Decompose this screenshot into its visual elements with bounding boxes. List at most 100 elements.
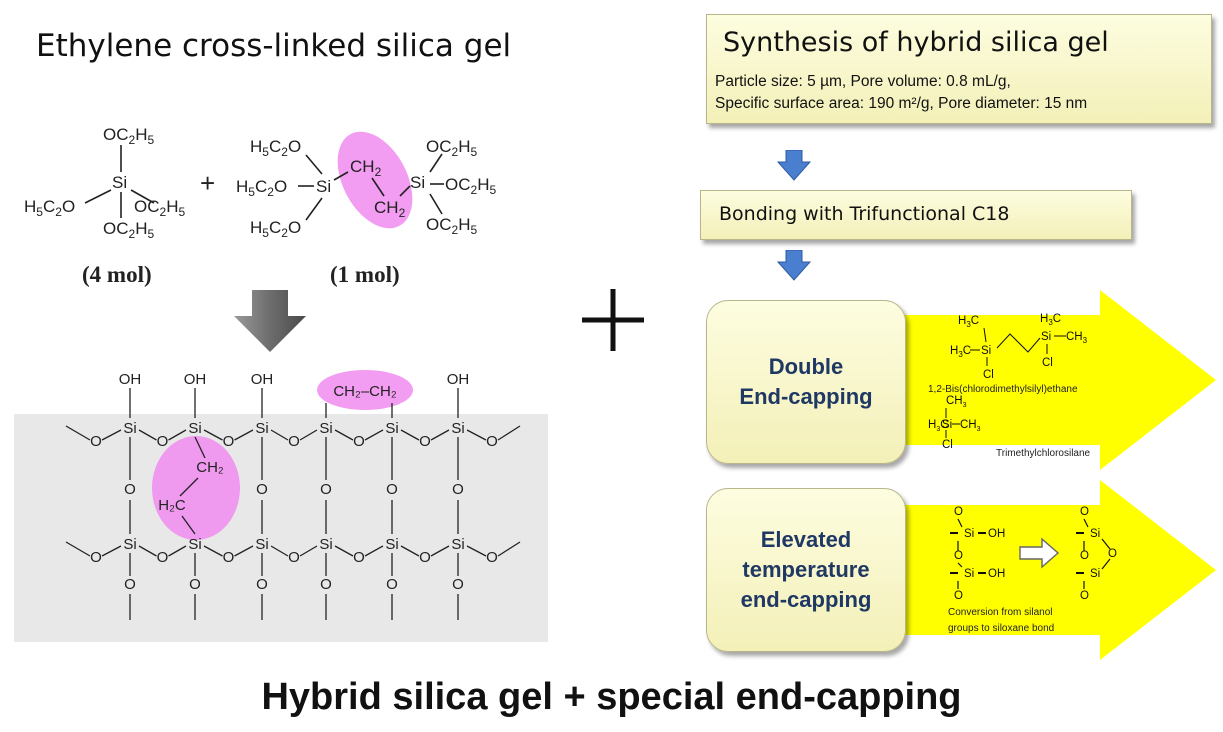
si-atom: Si	[188, 420, 201, 437]
double-endcapping-box: Double End-capping	[706, 300, 906, 464]
o-atom: O	[157, 433, 169, 450]
o-atom: O	[256, 576, 268, 593]
synthesis-title: Synthesis of hybrid silica gel	[723, 27, 1109, 58]
o-atom: O	[419, 433, 431, 450]
svg-text:OC2H5: OC2H5	[445, 175, 496, 197]
o-atom: O	[353, 549, 365, 566]
o-atom: O	[486, 549, 498, 566]
monomer-structures: OC2H5 Si OC2H5 H5C2O OC2H5 + H5C2O H5C2O…	[24, 125, 496, 241]
svg-text:OH: OH	[988, 528, 1005, 540]
elevated-endcapping-box: Elevated temperature end-capping	[706, 488, 906, 652]
svg-text:OC2H5: OC2H5	[426, 215, 477, 237]
o-atom: O	[189, 576, 201, 593]
bottom-title: Hybrid silica gel + special end-capping	[261, 676, 962, 718]
svg-text:CH3: CH3	[1066, 331, 1088, 345]
o-atom: O	[320, 576, 332, 593]
oh-group: OH	[251, 371, 274, 388]
o-atom: O	[486, 433, 498, 450]
blue-arrow-1	[776, 150, 812, 181]
o-atom: O	[386, 576, 398, 593]
reaction-down-arrow	[234, 290, 306, 352]
top-ethylene-highlight	[317, 370, 413, 410]
left-title: Ethylene cross-linked silica gel	[36, 28, 512, 64]
svg-text:O: O	[954, 506, 963, 518]
o-atom: O	[157, 549, 169, 566]
svg-text:CH2: CH2	[374, 198, 406, 220]
svg-text:Cl: Cl	[983, 369, 994, 381]
svg-text:Si: Si	[410, 173, 425, 192]
si-atom: Si	[123, 420, 136, 437]
o-atom: O	[419, 549, 431, 566]
svg-text:H3C: H3C	[928, 419, 949, 433]
conversion-line-2: groups to siloxane bond	[948, 623, 1054, 634]
svg-text:O: O	[1080, 590, 1089, 602]
svg-text:H3C: H3C	[1040, 313, 1061, 327]
si-atom: Si	[451, 420, 464, 437]
svg-text:Si: Si	[316, 177, 331, 196]
elevated-label-3: end-capping	[740, 586, 872, 612]
svg-text:CH3: CH3	[946, 395, 967, 409]
o-atom: O	[90, 433, 102, 450]
svg-text:Si: Si	[942, 419, 952, 431]
svg-text:O: O	[1108, 548, 1117, 560]
mol-label-4: (4 mol)	[82, 262, 152, 287]
svg-text:Si: Si	[1090, 568, 1100, 580]
o-atom: O	[90, 549, 102, 566]
svg-text:OC2H5: OC2H5	[426, 137, 477, 159]
si-atom: Si	[385, 536, 398, 553]
double-label-1: Double	[768, 354, 844, 380]
ch2-upper: CH₂	[196, 459, 224, 476]
svg-text:OC2H5: OC2H5	[134, 197, 185, 219]
synthesis-box: Synthesis of hybrid silica gel Particle …	[706, 14, 1212, 124]
svg-text:CH3: CH3	[960, 419, 981, 433]
o-atom: O	[386, 481, 398, 498]
o-atom: O	[124, 481, 136, 498]
svg-text:Si: Si	[981, 345, 991, 357]
o-atom: O	[124, 576, 136, 593]
ethylene-highlight	[337, 131, 413, 229]
reagent-structures: H3C H3C Si Cl H3C Si CH3 Cl 1,2-Bis(chlo…	[928, 313, 1091, 459]
synthesis-line-1: Particle size: 5 µm, Pore volume: 0.8 mL…	[715, 73, 1011, 90]
ch2-bridge: CH₂–CH₂	[333, 383, 396, 400]
si-atom: Si	[188, 536, 201, 553]
svg-text:O: O	[954, 590, 963, 602]
elevated-label-2: temperature	[742, 557, 870, 583]
svg-text:OC2H5: OC2H5	[103, 219, 154, 241]
svg-text:Si: Si	[112, 173, 127, 192]
o-atom: O	[288, 549, 300, 566]
svg-text:Si: Si	[964, 568, 974, 580]
blue-arrow-2	[776, 250, 812, 281]
synthesis-line-2: Specific surface area: 190 m²/g, Pore di…	[715, 95, 1088, 112]
svg-text:H3C: H3C	[950, 345, 971, 359]
oh-group: OH	[184, 371, 207, 388]
si-atom: Si	[255, 536, 268, 553]
si-atom: Si	[451, 536, 464, 553]
reagent-2-name: Trimethylchlorosilane	[996, 448, 1091, 459]
svg-text:H3C: H3C	[958, 315, 979, 329]
ch2-lower: H₂C	[158, 497, 186, 514]
teos-molecule: OC2H5 Si OC2H5 H5C2O OC2H5	[24, 125, 185, 241]
mol-label-1: (1 mol)	[330, 262, 400, 287]
o-atom: O	[223, 433, 235, 450]
double-label-2: End-capping	[739, 384, 873, 409]
oh-group: OH	[119, 371, 142, 388]
elevated-label-1: Elevated	[760, 527, 852, 553]
o-atom: O	[223, 549, 235, 566]
svg-text:H5C2O: H5C2O	[24, 197, 75, 219]
svg-text:H5C2O: H5C2O	[236, 177, 287, 199]
yellow-arrow-top	[880, 290, 1216, 470]
si-atom: Si	[255, 420, 268, 437]
silanol-conversion: O Si OH O Si OH O O Si O O Si O Conversi…	[948, 506, 1117, 634]
o-atom: O	[452, 481, 464, 498]
teos-top-group: OC2H5	[103, 125, 154, 147]
si-atom: Si	[319, 536, 332, 553]
svg-text:CH2: CH2	[350, 157, 382, 179]
svg-text:Si: Si	[964, 528, 974, 540]
yellow-arrow-bottom	[880, 480, 1216, 660]
o-atom: O	[353, 433, 365, 450]
oh-group: OH	[447, 371, 470, 388]
btee-molecule: H5C2O H5C2O H5C2O Si CH2 CH2 Si OC2H5 OC…	[236, 131, 496, 240]
svg-text:O: O	[1080, 550, 1089, 562]
svg-text:Cl: Cl	[1042, 357, 1053, 369]
